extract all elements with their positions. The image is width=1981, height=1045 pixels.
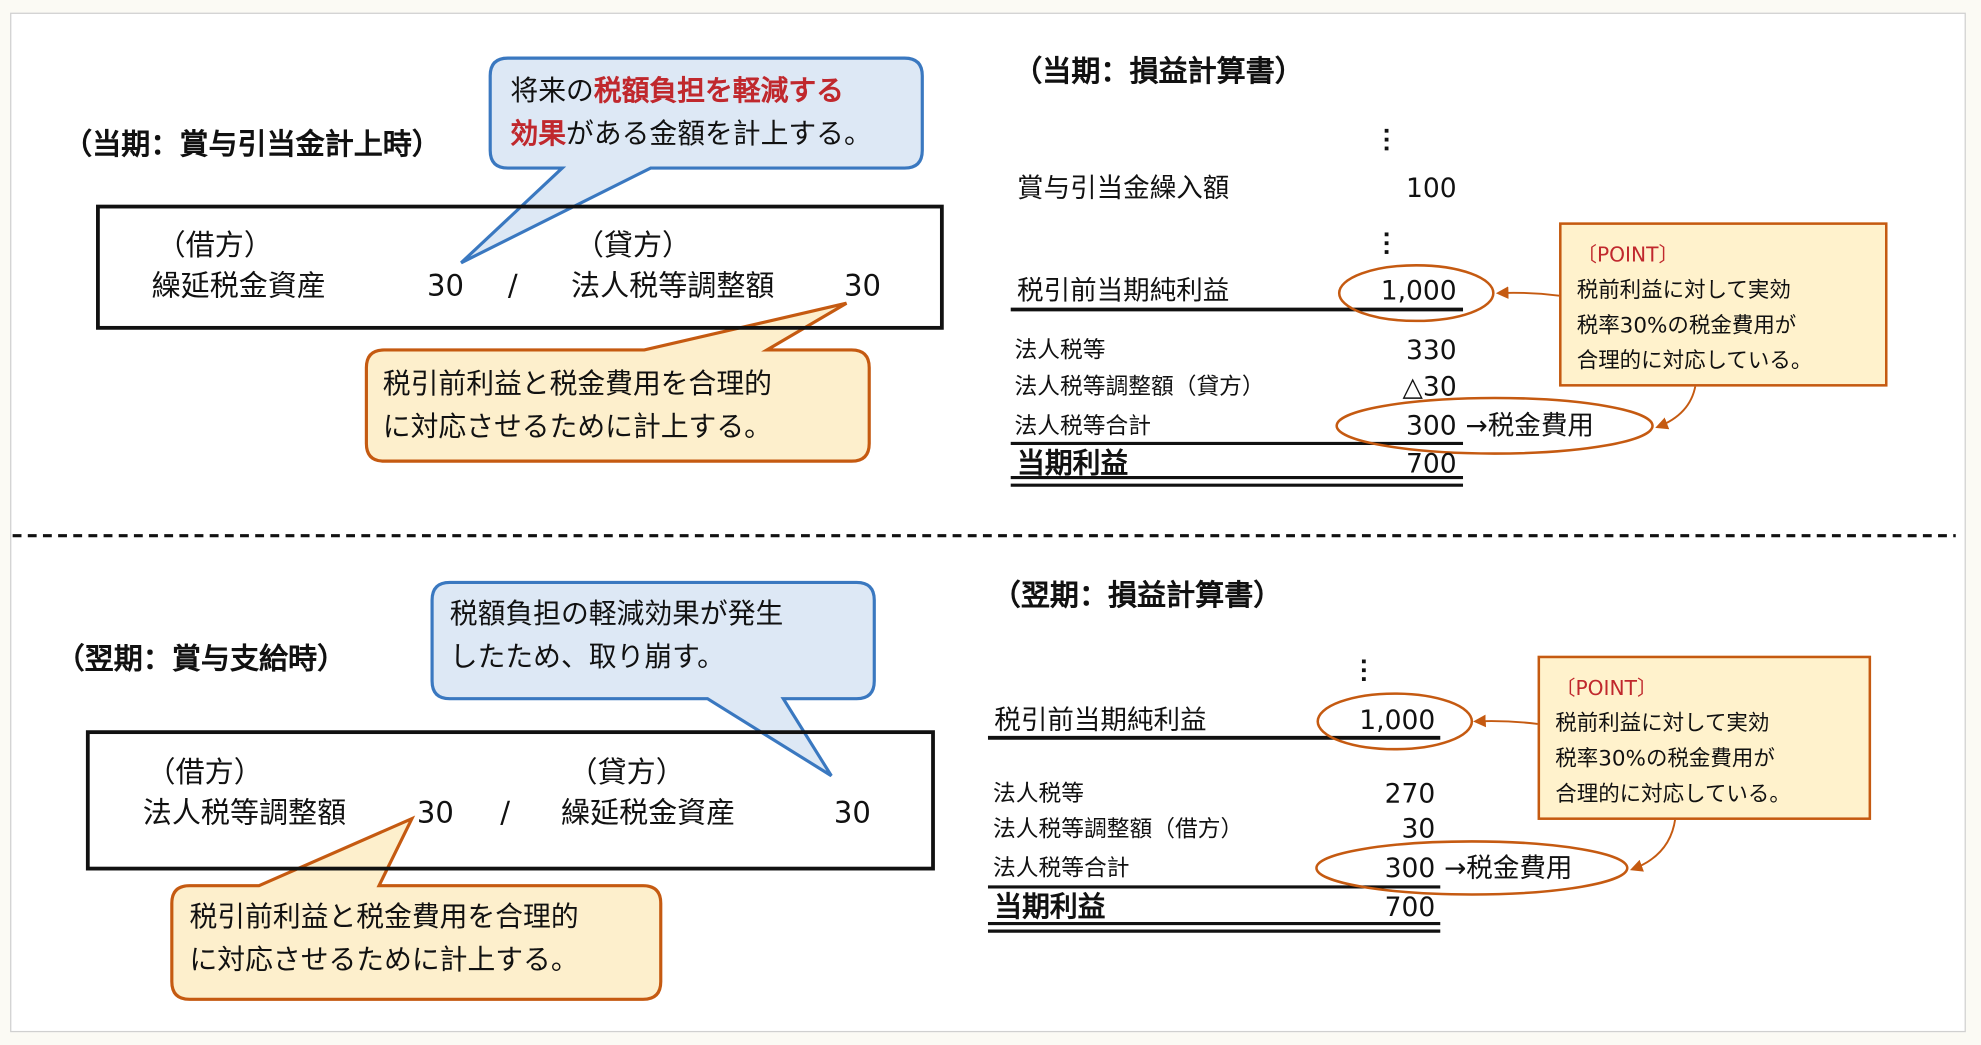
point-title: 〔POINT〕: [1555, 675, 1658, 700]
credit-account: 繰延税金資産: [560, 797, 736, 831]
debit-amount: 30: [416, 797, 454, 831]
debit-account: 法人税等調整額: [142, 797, 347, 831]
highlight-ellipse: [1315, 840, 1629, 896]
callout-text: 税引前利益と税金費用を合理的: [189, 902, 579, 934]
journal-entry-box-current: [96, 204, 944, 330]
callout-orange-next: [170, 815, 663, 1001]
callout-orange-current-text: 税引前利益と税金費用を合理的 に対応させるために計上する。: [383, 364, 772, 450]
callout-text: 税引前利益と税金費用を合理的: [382, 368, 772, 401]
pl-title-current: （当期：損益計算書）: [1013, 55, 1304, 89]
pl-label: 税引前当期純利益: [1017, 275, 1230, 306]
pl-label: 法人税等: [1014, 337, 1106, 364]
point-text: 合理的に対応している。: [1555, 782, 1791, 808]
point-box-next: 〔POINT〕 税前利益に対して実効 税率30%の税金費用が 合理的に対応してい…: [1537, 655, 1872, 820]
callout-orange-current: [364, 301, 871, 463]
ellipsis-icon: [1384, 128, 1390, 156]
entry-separator: /: [507, 270, 518, 304]
callout-highlight: 効果: [510, 118, 567, 151]
callout-text: 税額負担の軽減効果が発生: [449, 598, 784, 631]
point-text: 税前利益に対して実効: [1555, 711, 1770, 737]
pl-value: 300: [1384, 852, 1436, 884]
highlight-ellipse: [1337, 264, 1495, 323]
arrow: [1655, 385, 1697, 430]
pl-title-next: （翌期：損益計算書）: [991, 579, 1283, 613]
callout-blue-current-text: 将来の税額負担を軽減する 効果がある金額を計上する。: [510, 71, 871, 157]
journal-entry-box-next: [85, 730, 935, 871]
credit-heading: （貸方）: [568, 756, 685, 790]
pl-value: 700: [1384, 891, 1436, 923]
pl-label: 法人税等合計: [993, 855, 1130, 882]
point-text: 税率30%の税金費用が: [1576, 313, 1797, 339]
debit-amount: 30: [427, 270, 465, 304]
pl-value: 300: [1406, 410, 1457, 441]
credit-amount: 30: [843, 270, 881, 304]
pl-label: 当期利益: [1017, 448, 1129, 481]
point-title: 〔POINT〕: [1576, 242, 1679, 267]
pl-label: 法人税等調整額（借方）: [993, 816, 1244, 843]
tax-expense-note: →税金費用: [1444, 852, 1573, 884]
callout-highlight: 税額負担を軽減する: [593, 75, 844, 108]
callout-blue-next-text: 税額負担の軽減効果が発生 したため、取り崩す。: [450, 594, 784, 680]
entry-separator: /: [500, 797, 511, 831]
pl-label: 賞与引当金繰入額: [1017, 173, 1230, 204]
callout-text: したため、取り崩す。: [449, 641, 725, 674]
callout-orange-next-text: 税引前利益と税金費用を合理的 に対応させるために計上する。: [190, 897, 579, 983]
ellipsis-icon: [1384, 232, 1390, 259]
point-text: 合理的に対応している。: [1576, 348, 1813, 374]
callout-text: 将来の: [510, 75, 594, 108]
arrow: [1629, 818, 1677, 872]
pl-label: 法人税等合計: [1014, 413, 1151, 440]
pl-label: 法人税等: [993, 780, 1084, 808]
pl-value: 1,000: [1380, 275, 1457, 306]
credit-heading: （貸方）: [574, 229, 692, 263]
section-title-next: （翌期：賞与支給時）: [55, 643, 347, 676]
callout-text: に対応させるために計上する。: [189, 945, 579, 977]
point-text: 税前利益に対して実効: [1576, 277, 1791, 304]
point-box-current: 〔POINT〕 税前利益に対して実効 税率30%の税金費用が 合理的に対応してい…: [1559, 222, 1888, 387]
pl-value: 100: [1406, 173, 1457, 204]
section-title-current: （当期：賞与引当金計上時）: [63, 128, 441, 162]
credit-amount: 30: [833, 797, 871, 831]
debit-account: 繰延税金資産: [151, 270, 326, 304]
pl-value: 30: [1401, 813, 1436, 844]
callout-text: がある金額を計上する。: [566, 118, 872, 151]
pl-label: 法人税等調整額（貸方）: [1014, 373, 1265, 401]
pl-value: 1,000: [1359, 704, 1436, 736]
pl-value: △30: [1402, 371, 1457, 402]
tax-expense-note: →税金費用: [1465, 410, 1594, 441]
arrow: [1473, 714, 1538, 728]
callout-text: に対応させるために計上する。: [382, 411, 772, 444]
ellipsis-icon: [1361, 659, 1367, 686]
highlight-ellipse: [1335, 396, 1654, 455]
pl-value: 700: [1406, 448, 1457, 479]
debit-heading: （借方）: [146, 756, 263, 790]
pl-label: 税引前当期純利益: [994, 704, 1207, 736]
highlight-ellipse: [1316, 692, 1474, 751]
arrow: [1495, 286, 1560, 300]
pl-value: 330: [1406, 334, 1457, 366]
debit-heading: （借方）: [156, 229, 273, 263]
callout-blue-next: [430, 580, 876, 778]
credit-account: 法人税等調整額: [571, 270, 775, 304]
callout-blue-current: [460, 56, 924, 265]
point-text: 税率30%の税金費用が: [1555, 746, 1775, 772]
pl-value: 270: [1384, 778, 1436, 809]
pl-label: 当期利益: [994, 891, 1106, 924]
